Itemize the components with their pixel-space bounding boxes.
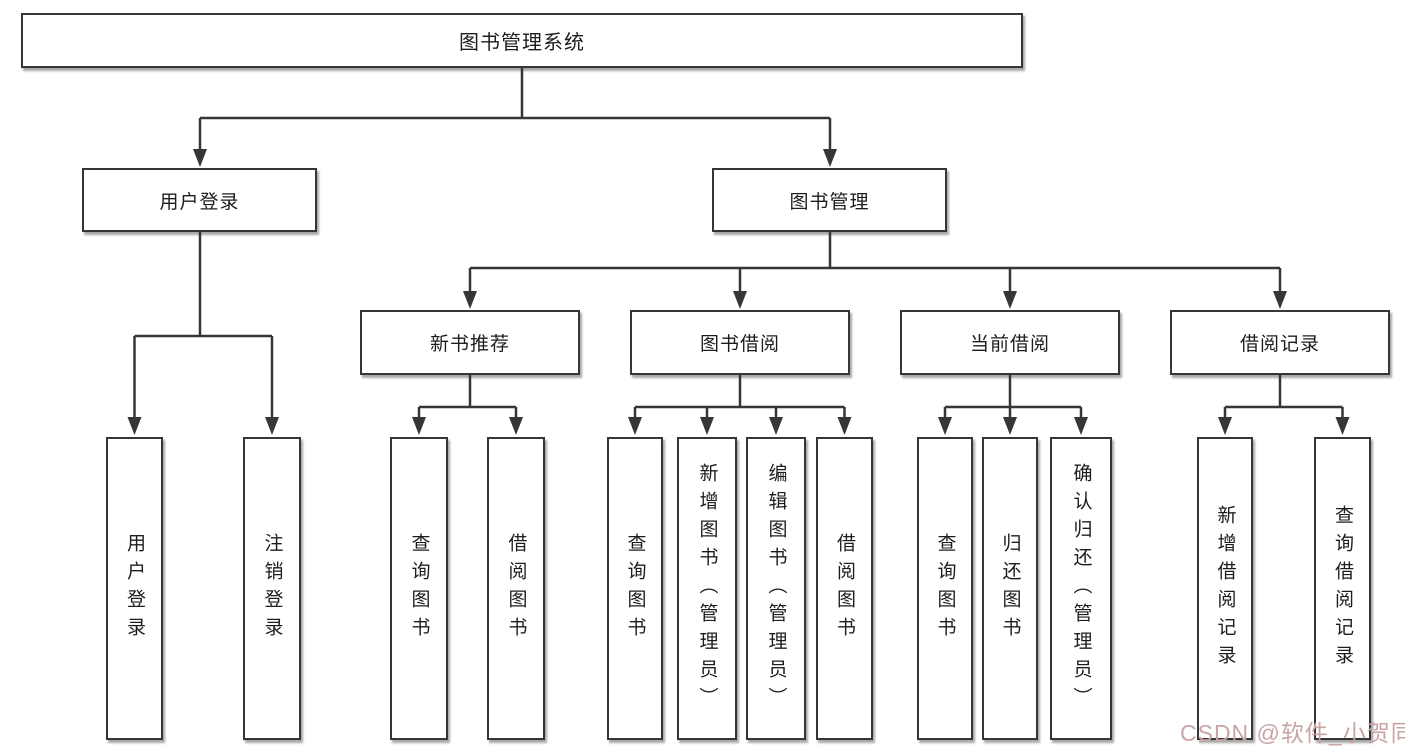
branch-book-borrow [633, 375, 846, 418]
node-book-management: 图书管理 [712, 168, 947, 232]
arrowhead-icon [823, 149, 837, 167]
leaf-records-add-record: 新增借阅记录 [1197, 437, 1253, 740]
branch-book-management [468, 232, 1282, 292]
node-new-book-recommend: 新书推荐 [360, 310, 580, 375]
arrowhead-icon [769, 417, 783, 435]
arrowhead-icon [938, 417, 952, 435]
node-user-login: 用户登录 [82, 168, 317, 232]
arrowhead-icon [1003, 291, 1017, 309]
leaf-borrow-query-books: 查询图书 [607, 437, 663, 740]
arrowhead-icon [700, 417, 714, 435]
arrowhead-icon [733, 291, 747, 309]
arrowhead-icon [463, 291, 477, 309]
arrowhead-icon [127, 417, 142, 435]
leaf-current-query-books: 查询图书 [917, 437, 973, 740]
branch-root [198, 68, 832, 150]
leaf-recommend-query-books: 查询图书 [390, 437, 448, 740]
node-current-borrow: 当前借阅 [900, 310, 1120, 375]
arrowhead-icon [1074, 417, 1088, 435]
leaf-current-return-books: 归还图书 [982, 437, 1038, 740]
arrowhead-icon [193, 149, 207, 167]
leaf-borrow-add-books-admin: 新增图书（管理员） [677, 437, 737, 740]
arrowhead-icon [1218, 417, 1232, 435]
branch-user-login [133, 232, 274, 418]
leaf-current-confirm-return-admin: 确认归还（管理员） [1050, 437, 1112, 740]
leaf-borrow-edit-books-admin: 编辑图书（管理员） [746, 437, 806, 740]
branch-current-borrow [943, 375, 1083, 418]
arrowhead-icon [1335, 417, 1350, 435]
arrowhead-icon [412, 417, 426, 435]
leaf-borrow-borrow-books: 借阅图书 [816, 437, 873, 740]
branch-new-book-recommend [417, 375, 518, 418]
arrowhead-icon [509, 417, 523, 435]
branch-borrow-records [1223, 375, 1344, 418]
leaf-user-login: 用户登录 [106, 437, 163, 740]
node-root: 图书管理系统 [21, 13, 1023, 68]
leaf-logout-login: 注销登录 [243, 437, 301, 740]
arrowhead-icon [265, 417, 279, 435]
leaf-records-query-record: 查询借阅记录 [1314, 437, 1371, 740]
arrowhead-icon [628, 417, 642, 435]
watermark: CSDN @软件_小贺同学 [1180, 720, 1405, 746]
leaf-recommend-borrow-books: 借阅图书 [487, 437, 545, 740]
node-borrow-records: 借阅记录 [1170, 310, 1390, 375]
node-book-borrow: 图书借阅 [630, 310, 850, 375]
arrowhead-icon [837, 417, 852, 435]
arrowhead-icon [1273, 291, 1287, 309]
arrowhead-icon [1003, 417, 1017, 435]
